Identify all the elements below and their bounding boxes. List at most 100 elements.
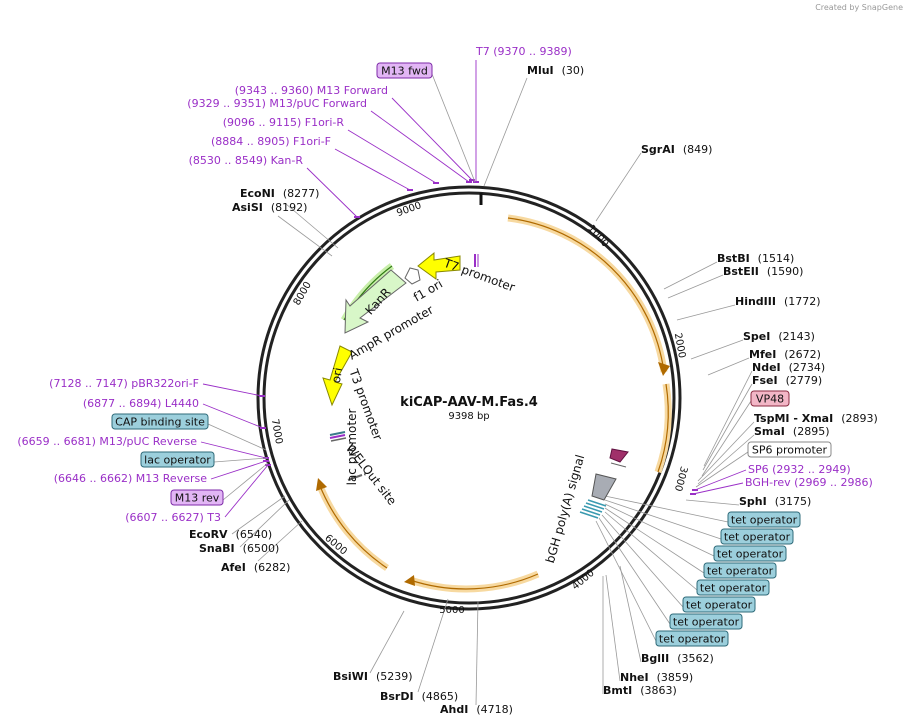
- feature-label[interactable]: bGH poly(A) signal: [543, 453, 587, 565]
- site-name: MfeI: [749, 348, 776, 361]
- primer-site-label[interactable]: BGH-rev (2969 .. 2986): [745, 476, 873, 489]
- feature-box-label: M13 fwd: [381, 65, 428, 78]
- feature-box[interactable]: [750, 390, 790, 407]
- site-position: (1772): [784, 295, 821, 308]
- primer-site-label[interactable]: SP6 (2932 .. 2949): [748, 463, 851, 476]
- restriction-site[interactable]: BstBI(1514): [717, 252, 794, 265]
- restriction-site[interactable]: MluI(30): [527, 64, 584, 77]
- site-leader-17: [369, 610, 405, 674]
- primer-site-label[interactable]: (6646 .. 6662) M13 Reverse: [54, 472, 207, 485]
- restriction-site[interactable]: NheI(3859): [620, 671, 693, 684]
- feature-box[interactable]: [682, 596, 756, 613]
- restriction-site[interactable]: BsrDI(4865): [380, 690, 458, 703]
- site-leader-15: [475, 600, 479, 706]
- primer-site-label[interactable]: (9096 .. 9115) F1ori-R: [223, 116, 345, 129]
- restriction-site[interactable]: HindIII(1772): [735, 295, 821, 308]
- restriction-site[interactable]: BsiWI (5239): [333, 670, 413, 683]
- site-leader-8: [702, 383, 753, 471]
- feature-box[interactable]: [703, 562, 777, 579]
- primer-site-label[interactable]: (8884 .. 8905) F1ori-F: [211, 135, 331, 148]
- primer-site-label[interactable]: (9329 .. 9351) M13/pUC Forward: [187, 97, 367, 110]
- feature-box-label: M13 rev: [175, 492, 220, 505]
- sp6-mark: [610, 462, 627, 468]
- primer-site-label[interactable]: (6659 .. 6681) M13/pUC Reverse: [17, 435, 197, 448]
- site-leader-2: [663, 261, 718, 290]
- feature-box[interactable]: [713, 545, 787, 562]
- site-name: TspMI - XmaI: [754, 412, 833, 425]
- feature-box[interactable]: [111, 413, 209, 430]
- lac-mark-2: [329, 434, 346, 439]
- feature-box[interactable]: [747, 441, 832, 458]
- feature-box-label: tet operator: [673, 616, 740, 629]
- restriction-site[interactable]: AhdI(4718): [440, 703, 513, 716]
- restriction-site[interactable]: FseI(2779): [752, 374, 822, 387]
- ampr-promoter-arrow: [404, 267, 421, 285]
- box-leader-6: [604, 495, 729, 523]
- scale-tick-4: 5000: [439, 605, 464, 616]
- feature-box-label: CAP binding site: [115, 416, 205, 429]
- feature-box-label: tet operator: [707, 565, 774, 578]
- restriction-site[interactable]: NdeI(2734): [752, 361, 825, 374]
- site-leader-11: [685, 499, 740, 506]
- restriction-site[interactable]: SnaBI(6500): [199, 542, 279, 555]
- feature-box[interactable]: [655, 630, 729, 647]
- tet-mark-3: [583, 505, 603, 513]
- feature-box-label: lac operator: [144, 454, 211, 467]
- feature-label[interactable]: ori: [329, 366, 345, 384]
- feature-box-label: tet operator: [717, 548, 784, 561]
- plasmid-size: 9398 bp: [448, 411, 489, 422]
- restriction-site[interactable]: SpeI(2143): [743, 330, 815, 343]
- scale-tick-7: 8000: [292, 280, 314, 308]
- feature-box[interactable]: [727, 511, 801, 528]
- box-leader-4: [213, 457, 268, 463]
- site-position: (2734): [789, 361, 826, 374]
- site-leader-9: [697, 421, 755, 482]
- site-position: (3175): [775, 495, 812, 508]
- primer-site-label[interactable]: (7128 .. 7147) pBR322ori-F: [49, 377, 199, 390]
- primer-site-label[interactable]: T7 (9370 .. 9389): [475, 45, 572, 58]
- primer-site-label[interactable]: (9343 .. 9360) M13 Forward: [235, 84, 388, 97]
- restriction-site[interactable]: BglII(3562): [641, 652, 714, 665]
- backbone-inner-ring: [262, 191, 676, 605]
- restriction-site[interactable]: AfeI(6282): [221, 561, 290, 574]
- site-position: (6282): [254, 561, 291, 574]
- lac-mark-1: [329, 431, 346, 436]
- feature-box[interactable]: [669, 613, 743, 630]
- feature-box[interactable]: [170, 489, 224, 506]
- snapgene-credit: Created by SnapGene: [815, 3, 903, 12]
- restriction-site[interactable]: TspMI - XmaI(2893): [754, 412, 878, 425]
- restriction-site[interactable]: BmtI(3863): [603, 684, 677, 697]
- feature-label[interactable]: T7 promoter: [441, 256, 517, 295]
- restriction-site[interactable]: EcoNI(8277): [240, 187, 319, 200]
- welqut-mark: [347, 474, 363, 481]
- restriction-site[interactable]: SphI(3175): [739, 495, 811, 508]
- restriction-site[interactable]: AsiSI(8192): [232, 201, 307, 214]
- site-leader-12: [619, 565, 642, 663]
- primer-site-label[interactable]: (8530 .. 8549) Kan-R: [189, 154, 304, 167]
- feature-label[interactable]: lac promoter: [345, 409, 359, 486]
- box-leader-2: [695, 451, 749, 488]
- site-name: BstBI: [717, 252, 750, 265]
- site-leader-4: [676, 304, 736, 321]
- primer-site-label[interactable]: (6607 .. 6627) T3: [125, 511, 221, 524]
- restriction-site[interactable]: SgrAI(849): [641, 143, 712, 156]
- feature-box[interactable]: [376, 62, 433, 79]
- primer-leader-12: [692, 482, 744, 495]
- ori-arrow: [322, 345, 353, 407]
- site-position: (4865): [422, 690, 459, 703]
- feature-box[interactable]: [720, 528, 794, 545]
- primer-leader-9: [210, 460, 267, 480]
- site-name: BsiWI: [333, 670, 368, 683]
- restriction-site[interactable]: MfeI(2672): [749, 348, 821, 361]
- restriction-site[interactable]: EcoRV(6540): [189, 528, 272, 541]
- site-name: SnaBI: [199, 542, 235, 555]
- site-position: (5239): [376, 670, 413, 683]
- box-leader-3: [207, 423, 267, 451]
- restriction-site[interactable]: SmaI(2895): [754, 425, 829, 438]
- feature-box[interactable]: [696, 579, 770, 596]
- site-leader-21: [285, 203, 339, 249]
- feature-box[interactable]: [140, 451, 215, 468]
- site-name: NheI: [620, 671, 649, 684]
- primer-site-label[interactable]: (6877 .. 6894) L4440: [83, 397, 199, 410]
- restriction-site[interactable]: BstEII(1590): [723, 265, 803, 278]
